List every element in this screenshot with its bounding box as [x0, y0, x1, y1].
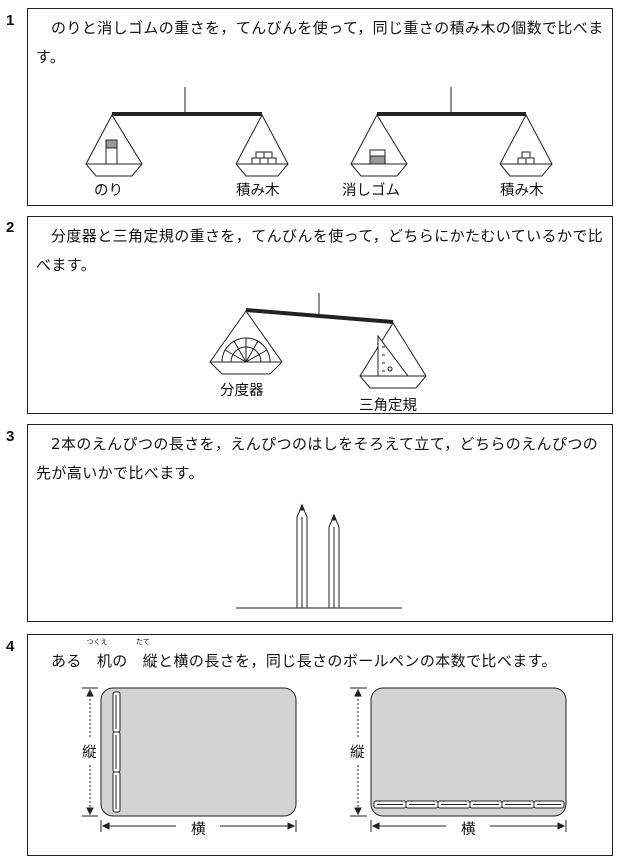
- balance-scale-left: [85, 87, 289, 177]
- label-height-right: 縦: [350, 745, 365, 761]
- triangle-ruler-shape: [377, 334, 409, 377]
- protractor-shape: [221, 337, 271, 363]
- question-4-text: ある机つくえの縦たてと横の長さを，同じ長さのボールペンの本数で比べます。: [51, 638, 557, 670]
- question-2-box: 分度器と三角定規の重さを，てんびんを使って，どちらにかたむいているかで比べます。: [27, 216, 613, 414]
- label-width-left: 横: [191, 822, 206, 838]
- question-1-box: のりと消しゴムの重さを，てんびんを使って，同じ重さの積み木の個数で比べます。: [27, 8, 613, 206]
- question-3-box: 2本のえんぴつの長さを，えんぴつのはしをそろえて立て，どちらのえんぴつの先が高い…: [27, 424, 613, 622]
- desk-left: [82, 687, 297, 832]
- question-number-3: 3: [6, 428, 15, 445]
- tilted-balance-illustration: [209, 293, 427, 389]
- question-3-text: 2本のえんぴつの長さを，えんぴつのはしをそろえて立て，どちらのえんぴつの先が高い…: [36, 435, 599, 482]
- desk-measurement-illustration: [82, 687, 567, 832]
- question-number-2: 2: [6, 219, 15, 236]
- pens-horizontal: [373, 800, 565, 809]
- question-1-text: のりと消しゴムの重さを，てんびんを使って，同じ重さの積み木の個数で比べます。: [36, 19, 604, 66]
- pens-vertical: [112, 691, 121, 813]
- balance-scales-illustration: [85, 87, 553, 177]
- pencils-illustration: [236, 503, 402, 609]
- label-eraser: 消しゴム: [342, 183, 400, 199]
- label-protractor: 分度器: [220, 383, 264, 399]
- question-number-4: 4: [6, 638, 15, 655]
- question-number-1: 1: [6, 12, 15, 29]
- label-glue: のり: [94, 183, 123, 199]
- label-blocks-right: 積み木: [500, 183, 544, 199]
- balance-scale-right: [350, 87, 553, 177]
- label-height-left: 縦: [82, 745, 97, 761]
- desk-right: [350, 687, 567, 832]
- label-triangle-ruler: 三角定規: [359, 398, 417, 414]
- question-2-text: 分度器と三角定規の重さを，てんびんを使って，どちらにかたむいているかで比べます。: [36, 227, 604, 274]
- question-4-box: ある机つくえの縦たてと横の長さを，同じ長さのボールペンの本数で比べます。: [27, 634, 613, 856]
- label-blocks-left: 積み木: [236, 183, 280, 199]
- short-pencil: [328, 513, 340, 609]
- label-width-right: 横: [461, 822, 476, 838]
- long-pencil: [296, 503, 308, 609]
